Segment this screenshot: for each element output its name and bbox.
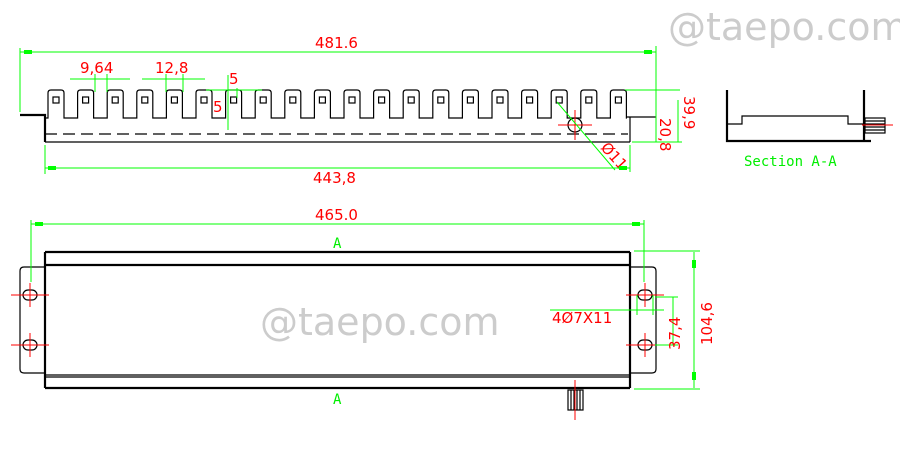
left-step <box>20 113 47 142</box>
right-step <box>627 116 656 142</box>
dim-128 <box>142 74 205 92</box>
tab-square-hole <box>170 96 178 104</box>
dim-text-5a: 5 <box>229 70 239 88</box>
hole-centerline <box>558 110 592 140</box>
section-label: Section A-A <box>744 154 837 170</box>
tab-square-hole <box>230 96 238 104</box>
dim-text-374: 37,4 <box>666 317 684 350</box>
comb-profile <box>45 89 627 119</box>
dim-964 <box>70 74 130 92</box>
dim-text-964: 9,64 <box>80 59 113 77</box>
dim-text-465: 465.0 <box>315 206 358 224</box>
tab-square-hole <box>525 96 534 104</box>
tab-square-hole <box>466 96 474 104</box>
tab-square-hole <box>585 96 593 104</box>
hole-centerline <box>11 333 49 357</box>
watermark: @taepo.com <box>668 5 900 49</box>
tab-square-hole <box>289 96 297 104</box>
dim-text-443: 443,8 <box>313 169 356 187</box>
tab-square-hole <box>111 96 119 104</box>
dim-text-208: 20,8 <box>656 118 674 151</box>
dim-text-128: 12,8 <box>155 59 188 77</box>
left-ear <box>19 266 45 374</box>
tab-square-hole <box>496 96 504 104</box>
section-marker-bottom: A <box>333 392 342 408</box>
bottom-rail <box>45 374 630 378</box>
dim-text-399: 39,9 <box>680 96 698 129</box>
dim-text-1046: 104,6 <box>698 302 716 345</box>
watermark: @taepo.com <box>260 300 500 344</box>
dim-text-481: 481.6 <box>315 34 358 52</box>
comb-tabs <box>45 89 627 119</box>
tab-square-hole <box>407 96 415 104</box>
top-view: 481.6 9,64 12,8 5 5 20,8 39,9 Ø11 443,8 <box>19 34 698 187</box>
dim-text-holes: 4Ø7X11 <box>552 309 612 327</box>
tab-square-hole <box>52 96 60 104</box>
dim-443 <box>44 145 631 174</box>
section-profile <box>727 115 864 125</box>
dim-hole-width <box>550 295 664 315</box>
right-ear <box>630 266 657 374</box>
hole-centerline <box>11 283 49 307</box>
tab-square-hole <box>614 96 623 104</box>
dim-374 <box>655 296 678 346</box>
tab-square-hole <box>437 96 445 104</box>
dim-5 <box>206 75 262 130</box>
dim-text-5b: 5 <box>213 98 223 116</box>
section-a-a: Section A-A <box>725 90 893 170</box>
section-marker-top: A <box>333 236 342 252</box>
tab-square-hole <box>141 96 149 104</box>
tab-square-hole <box>555 96 563 104</box>
tab-square-hole <box>81 96 90 104</box>
tab-square-hole <box>378 96 386 104</box>
tab-square-hole <box>318 96 326 104</box>
tab-square-hole <box>348 96 356 104</box>
dim-hole-leader <box>556 101 616 171</box>
tab-square-hole <box>259 96 267 104</box>
bottom-view: 465.0 A A 4Ø7X11 37,4 104,6 <box>11 206 716 420</box>
hole-centerline <box>626 283 664 307</box>
dim-1046 <box>634 250 700 390</box>
dim-heights <box>625 80 682 143</box>
bottom-body <box>43 250 632 390</box>
tab-square-hole <box>200 96 208 104</box>
section-outline <box>725 90 871 143</box>
